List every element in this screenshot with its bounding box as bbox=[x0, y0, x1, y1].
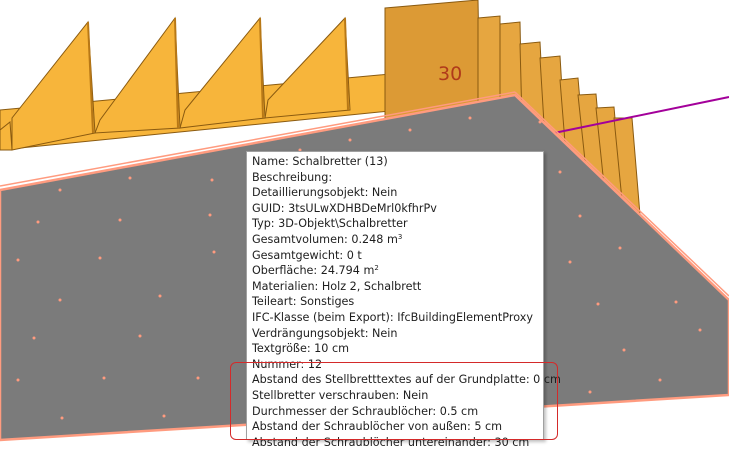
panel-edge bbox=[174, 17, 179, 129]
info-detail-object: Detaillierungsobjekt: Nein bbox=[252, 186, 398, 200]
info-surface-exp: 2 bbox=[374, 264, 379, 273]
info-hole-spacing: Abstand der Schraublöcher untereinander:… bbox=[252, 435, 530, 449]
info-type: Typ: 3D-Objekt\Schalbretter bbox=[252, 217, 408, 231]
info-ifc-class: IFC-Klasse (beim Export): IfcBuildingEle… bbox=[252, 310, 533, 324]
screw-holes bbox=[16, 116, 702, 420]
sawtooth-panel bbox=[179, 16, 266, 129]
info-displacement: Verdrängungsobjekt: Nein bbox=[252, 326, 398, 340]
info-part-type: Teileart: Sonstiges bbox=[252, 295, 355, 309]
info-number: Nummer: 12 bbox=[252, 357, 323, 371]
info-text-distance: Abstand des Stellbretttextes auf der Gru… bbox=[252, 373, 561, 387]
info-screw-boards: Stellbretter verschrauben: Nein bbox=[252, 388, 429, 402]
sawtooth-panel bbox=[0, 121, 13, 151]
base-plate-edge bbox=[514, 91, 729, 297]
object-info-tooltip: Name: Schalbretter (13) Beschreibung: De… bbox=[246, 151, 561, 449]
info-hole-diameter: Durchmesser der Schraublöcher: 0.5 cm bbox=[252, 404, 479, 418]
panel-edge bbox=[259, 17, 264, 119]
info-guid: GUID: 3tsULwXDHBDeMrl0kfhrPv bbox=[252, 201, 437, 215]
panel-edge bbox=[344, 17, 349, 111]
info-materials: Materialien: Holz 2, Schalbrett bbox=[252, 279, 422, 293]
info-text-size: Textgröße: 10 cm bbox=[252, 342, 350, 356]
info-description: Beschreibung: bbox=[252, 170, 333, 184]
sawtooth-panel bbox=[264, 16, 351, 119]
base-plate-edge bbox=[0, 91, 516, 187]
info-volume-text: Gesamtvolumen: 0.248 m bbox=[252, 232, 398, 246]
info-name: Name: Schalbretter (13) bbox=[252, 155, 388, 168]
plate-number: 30 bbox=[438, 63, 462, 85]
sawtooth-panel bbox=[11, 20, 96, 151]
info-surface-text: Oberfläche: 24.794 m bbox=[252, 264, 375, 278]
info-volume: Gesamtvolumen: 0.248 m3 bbox=[252, 232, 543, 248]
panel-edge bbox=[87, 21, 94, 134]
info-volume-exp: 3 bbox=[397, 232, 403, 241]
info-hole-edge-distance: Abstand der Schraublöcher von außen: 5 c… bbox=[252, 420, 503, 434]
info-weight: Gesamtgewicht: 0 t bbox=[252, 248, 362, 262]
info-surface: Oberfläche: 24.794 m2 bbox=[252, 263, 543, 279]
formwork-panels: 30 bbox=[0, 0, 641, 217]
sawtooth-panel bbox=[94, 16, 181, 134]
